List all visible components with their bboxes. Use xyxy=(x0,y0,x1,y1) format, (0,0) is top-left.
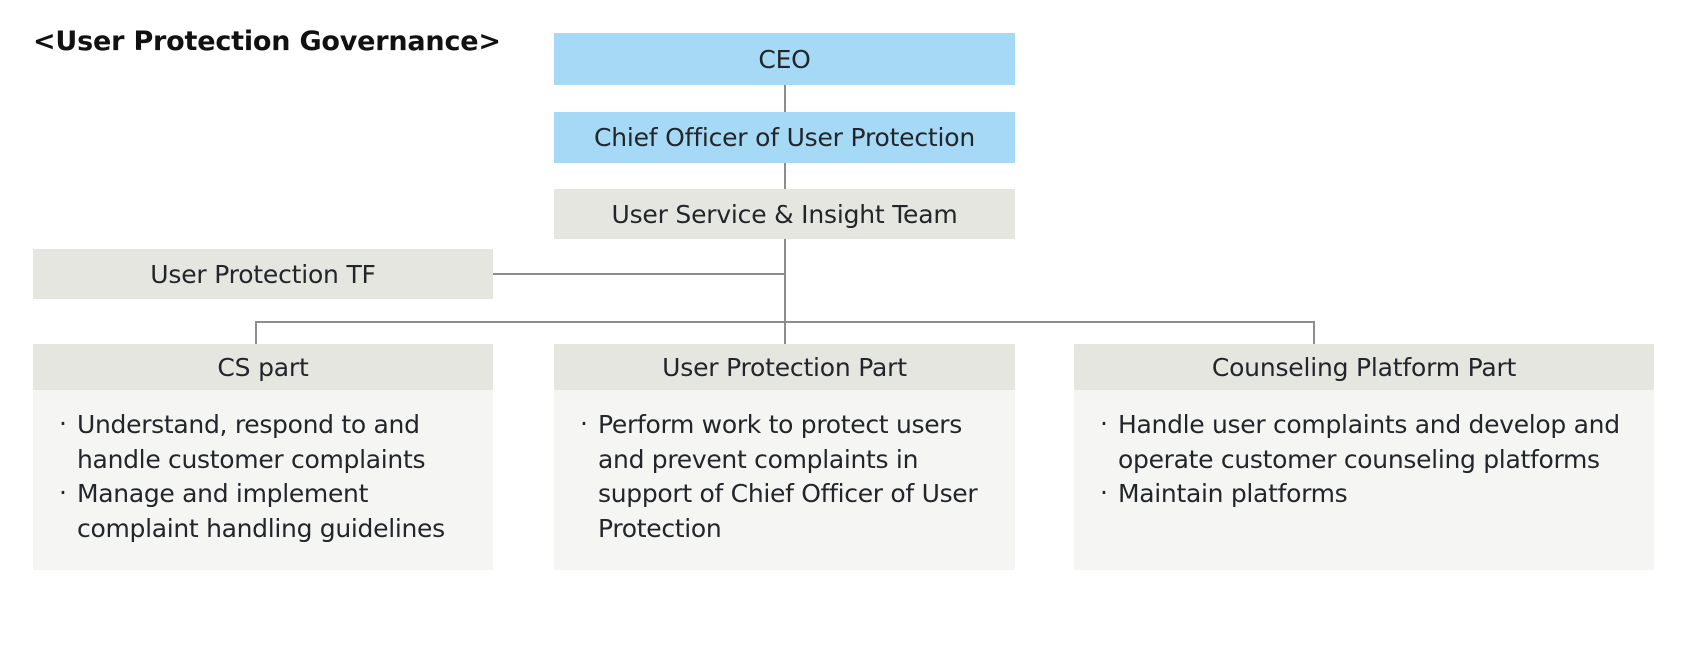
column-header-counseling-platform-part-label: Counseling Platform Part xyxy=(1211,352,1517,382)
column-header-cs-part[interactable]: CS part xyxy=(33,344,493,390)
connector-chief-to-team xyxy=(784,163,786,190)
list-item: Maintain platforms xyxy=(1098,476,1638,512)
list-item: Perform work to protect users and preven… xyxy=(578,407,999,546)
column-header-cs-part-label: CS part xyxy=(217,352,309,382)
connector-taskforce-to-trunk xyxy=(493,273,785,275)
list-item: Handle user complaints and develop and o… xyxy=(1098,407,1638,477)
connector-bar-to-cs-part xyxy=(255,321,257,345)
connector-bar-to-counseling-part xyxy=(1313,321,1315,345)
cs-part-list: Understand, respond to and handle custom… xyxy=(33,390,493,562)
column-header-user-protection-part-label: User Protection Part xyxy=(662,352,907,382)
node-user-protection-tf[interactable]: User Protection TF xyxy=(33,249,493,299)
node-chief-officer-label: Chief Officer of User Protection xyxy=(593,123,975,152)
user-protection-part-list: Perform work to protect users and preven… xyxy=(554,390,1015,562)
connector-team-down xyxy=(784,239,786,345)
list-item: Manage and implement complaint handling … xyxy=(57,476,477,546)
column-body-cs-part: Understand, respond to and handle custom… xyxy=(33,390,493,570)
connector-ceo-to-chief xyxy=(784,85,786,113)
page-title: <User Protection Governance> xyxy=(33,26,501,57)
connector-distribution-bar xyxy=(255,321,1315,323)
node-user-protection-tf-label: User Protection TF xyxy=(150,259,376,289)
list-item: Understand, respond to and handle custom… xyxy=(57,407,477,477)
column-body-counseling-platform-part: Handle user complaints and develop and o… xyxy=(1074,390,1654,570)
column-body-user-protection-part: Perform work to protect users and preven… xyxy=(554,390,1015,570)
counseling-platform-part-list: Handle user complaints and develop and o… xyxy=(1074,390,1654,528)
node-insight-team[interactable]: User Service & Insight Team xyxy=(554,189,1015,239)
node-chief-officer[interactable]: Chief Officer of User Protection xyxy=(554,112,1015,163)
node-insight-team-label: User Service & Insight Team xyxy=(611,199,958,229)
node-ceo-label: CEO xyxy=(758,44,811,74)
node-ceo[interactable]: CEO xyxy=(554,33,1015,85)
column-header-counseling-platform-part[interactable]: Counseling Platform Part xyxy=(1074,344,1654,390)
column-header-user-protection-part[interactable]: User Protection Part xyxy=(554,344,1015,390)
